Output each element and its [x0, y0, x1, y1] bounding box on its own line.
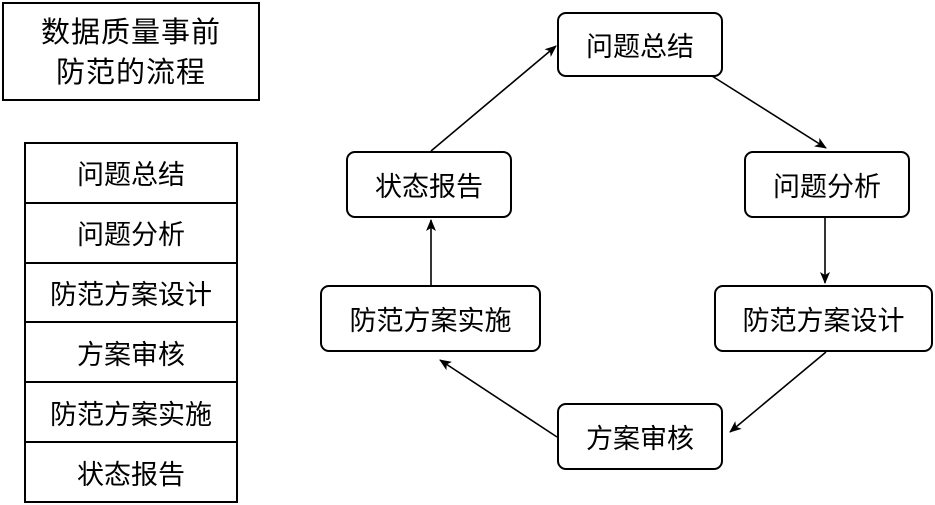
arrow-report-to-summary — [430, 45, 557, 152]
node-plan-review: 方案审核 — [557, 403, 723, 470]
arrow-design-to-review — [729, 351, 827, 433]
diagram-title-box: 数据质量事前 防范的流程 — [2, 2, 260, 101]
arrow-review-to-implement — [439, 359, 558, 438]
node-prevention-implement: 防范方案实施 — [320, 285, 541, 352]
steps-table: 问题总结 问题分析 防范方案设计 方案审核 防范方案实施 状态报告 — [24, 142, 238, 503]
step-cell-report: 状态报告 — [77, 459, 185, 491]
node-problem-summary: 问题总结 — [557, 12, 723, 77]
step-cell-summary: 问题总结 — [26, 144, 236, 204]
node-problem-analysis: 问题分析 — [744, 151, 910, 218]
step-cell-design: 防范方案设计 — [26, 264, 236, 324]
step-cell-review: 方案审核 — [26, 323, 236, 384]
arrow-summary-to-analysis — [711, 75, 827, 149]
step-cell-implement: 防范方案实施 — [26, 383, 236, 444]
node-prevention-design: 防范方案设计 — [714, 285, 933, 352]
step-cell-analysis: 问题分析 — [26, 204, 236, 264]
node-status-report: 状态报告 — [346, 151, 512, 218]
